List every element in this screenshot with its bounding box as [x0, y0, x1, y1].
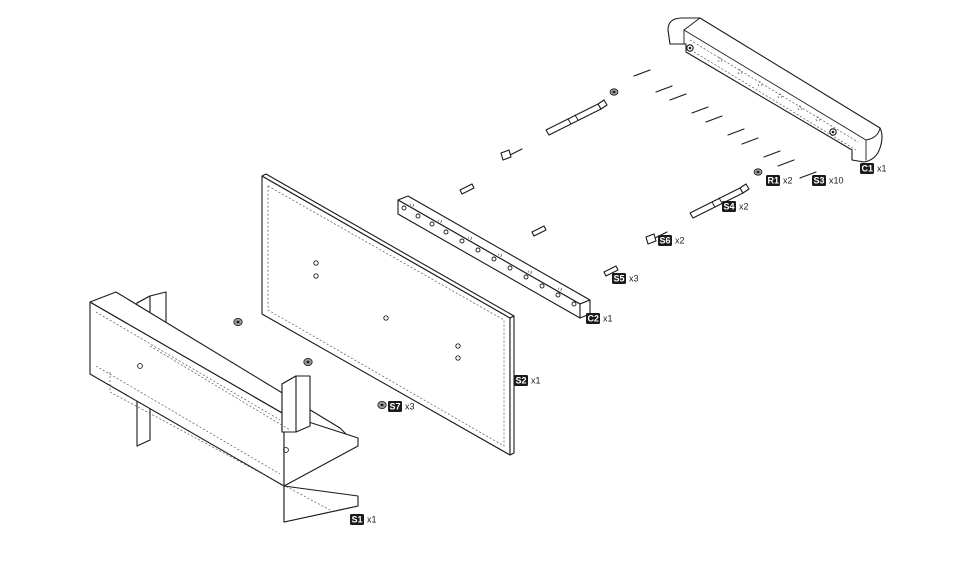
part-code-box	[350, 514, 364, 525]
part-s3-dowels	[633, 69, 817, 179]
part-s7-cams	[233, 317, 387, 409]
part-label-s2: S2 x1	[514, 375, 541, 386]
part-code: S5	[614, 274, 625, 284]
part-code: S2	[516, 376, 527, 386]
part-c1-rail	[667, 17, 883, 163]
part-label-s6: S6 x2	[658, 235, 685, 246]
part-quantity: x2	[783, 176, 793, 186]
part-code: S1	[352, 515, 363, 525]
part-code: S7	[390, 402, 401, 412]
part-code: S4	[724, 202, 735, 212]
part-code-box	[514, 375, 528, 386]
part-quantity: x1	[367, 515, 377, 525]
part-s4-rods	[545, 99, 750, 219]
part-quantity: x3	[405, 402, 415, 412]
part-code-box	[586, 313, 600, 324]
part-quantity: x1	[531, 376, 541, 386]
part-code-box	[658, 235, 672, 246]
part-code-box	[812, 175, 826, 186]
part-c2-bar	[397, 195, 591, 319]
part-code-box	[860, 163, 874, 174]
part-label-s5: S5 x3	[612, 273, 639, 284]
part-quantity: x2	[675, 236, 685, 246]
part-code-box	[722, 201, 736, 212]
part-code-box	[388, 401, 402, 412]
part-label-s4: S4 x2	[722, 201, 749, 212]
part-code: C2	[588, 314, 600, 324]
part-code: S6	[660, 236, 671, 246]
part-label-s3: S3 x10	[812, 175, 844, 186]
part-label-s7: S7 x3	[388, 401, 415, 412]
part-code: S3	[814, 176, 825, 186]
part-r1-washers	[609, 88, 763, 176]
part-code: C1	[862, 164, 874, 174]
part-code-box	[612, 273, 626, 284]
part-code-box	[766, 175, 780, 186]
part-s1-shelf	[89, 291, 359, 523]
part-s5-bolts	[459, 183, 619, 277]
part-quantity: x1	[603, 314, 613, 324]
part-s2-panel	[261, 173, 515, 456]
part-label-s1: S1 x1	[350, 514, 377, 525]
part-code: R1	[768, 176, 780, 186]
part-quantity: x3	[629, 274, 639, 284]
part-s6-bolts	[500, 148, 668, 245]
part-quantity: x1	[877, 164, 887, 174]
part-quantity: x2	[739, 202, 749, 212]
part-quantity: x10	[829, 176, 844, 186]
